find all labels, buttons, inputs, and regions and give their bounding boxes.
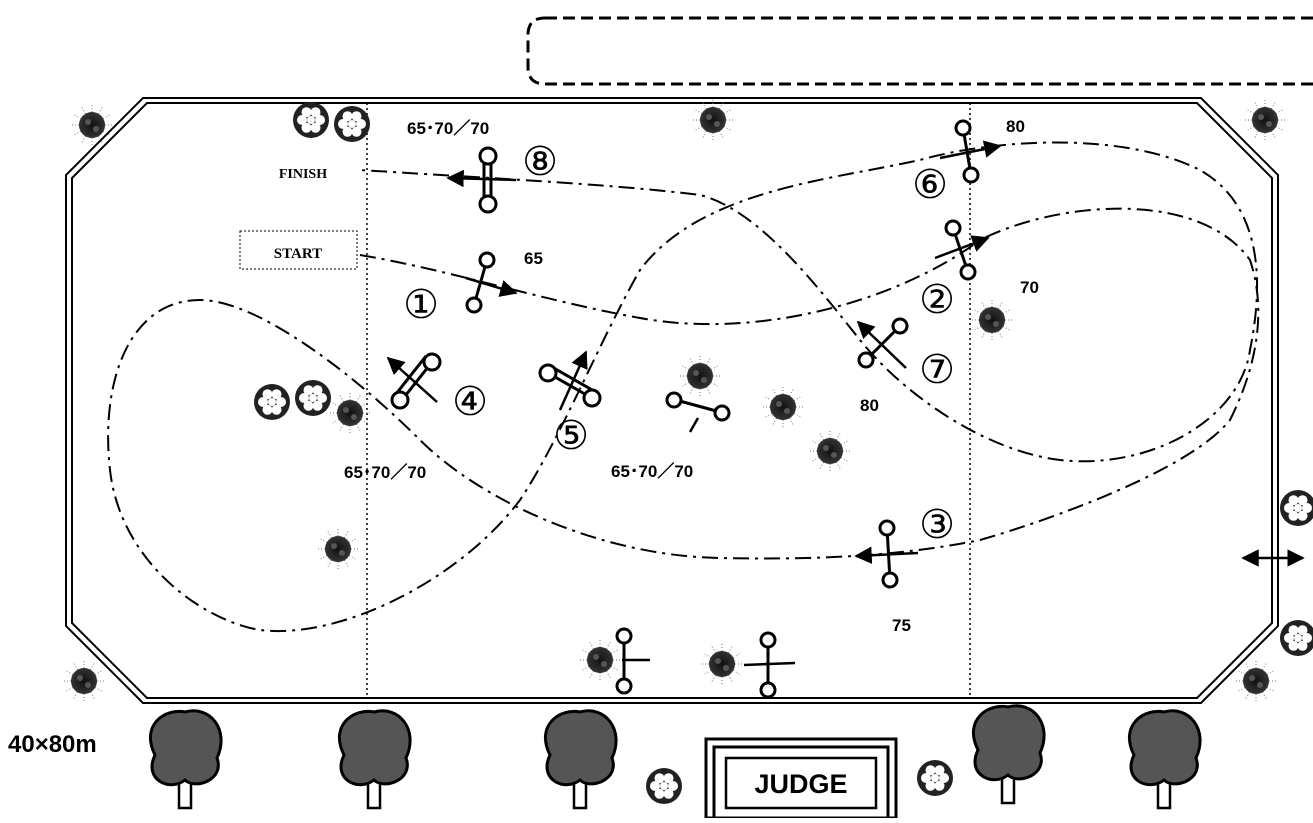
flower-pot-icon xyxy=(917,760,953,796)
obstacle-height-3: 75 xyxy=(892,616,911,635)
judge-box: JUDGE xyxy=(704,737,898,820)
shrub-icon xyxy=(64,661,104,701)
riding-route-a xyxy=(107,141,1260,633)
flower-pot-icon xyxy=(646,768,682,804)
flower-pot-icon xyxy=(1280,620,1313,656)
obstacle-height-6: 80 xyxy=(1006,117,1025,136)
entry-area-outline xyxy=(526,16,1313,86)
obstacle-number-3: ③ xyxy=(919,503,955,547)
obstacle-number-4: ④ xyxy=(452,380,488,424)
flower-pot-icon xyxy=(254,384,290,420)
shrub-icon xyxy=(330,393,370,433)
shrub-icon xyxy=(680,356,720,396)
shrub-icon xyxy=(318,529,358,569)
tree-icon xyxy=(148,704,1202,810)
tree-icon xyxy=(148,709,223,810)
obstacle-height-4: 65･70／70 xyxy=(344,462,426,482)
shrub-icon xyxy=(763,387,803,427)
finish-label: FINISH xyxy=(279,167,327,182)
shrub-icon xyxy=(972,300,1012,340)
obstacle-height-1: 65 xyxy=(524,249,543,268)
tree-icon xyxy=(971,704,1046,805)
obstacle-height-2: 70 xyxy=(1020,278,1039,297)
shrub-icon xyxy=(1236,661,1276,701)
start-label: START xyxy=(274,246,322,262)
obstacle-number-7: ⑦ xyxy=(919,348,955,392)
shrub-icon xyxy=(72,105,112,145)
flower-pot-icon xyxy=(1280,490,1313,526)
judge-label: JUDGE xyxy=(754,769,847,799)
shrub-icon xyxy=(64,100,1285,701)
flower-pot-icon xyxy=(293,102,329,138)
jump-fence-icon xyxy=(390,119,980,699)
arena-inner-fence xyxy=(71,102,1273,699)
shrub-icon xyxy=(1245,100,1285,140)
flower-pot-icon xyxy=(334,106,370,142)
obstacle-number-1: ① xyxy=(403,283,439,327)
arena-outer-fence xyxy=(65,97,1279,704)
obstacle-height-7: 80 xyxy=(860,396,879,415)
tree-icon xyxy=(543,709,618,810)
obstacle-number-8: ⑧ xyxy=(522,140,558,184)
direction-arrow-icon xyxy=(386,140,1002,667)
tree-icon xyxy=(337,709,412,810)
obstacle-height-5: 65･70／70 xyxy=(611,461,693,481)
obstacle-number-6: ⑥ xyxy=(912,163,948,207)
arena-size-label: 40×80m xyxy=(8,731,97,758)
obstacle-height-8: 65･70／70 xyxy=(407,118,489,138)
flower-pot-icon xyxy=(254,102,1313,804)
flower-pot-icon xyxy=(295,380,331,416)
shrub-icon xyxy=(702,644,742,684)
shrub-icon xyxy=(693,100,733,140)
obstacle-number-2: ② xyxy=(919,278,955,322)
shrub-icon xyxy=(810,431,850,471)
shrub-icon xyxy=(580,640,620,680)
start-box xyxy=(239,230,358,270)
obstacle-number-5: ⑤ xyxy=(553,414,589,458)
tree-icon xyxy=(1127,709,1202,810)
